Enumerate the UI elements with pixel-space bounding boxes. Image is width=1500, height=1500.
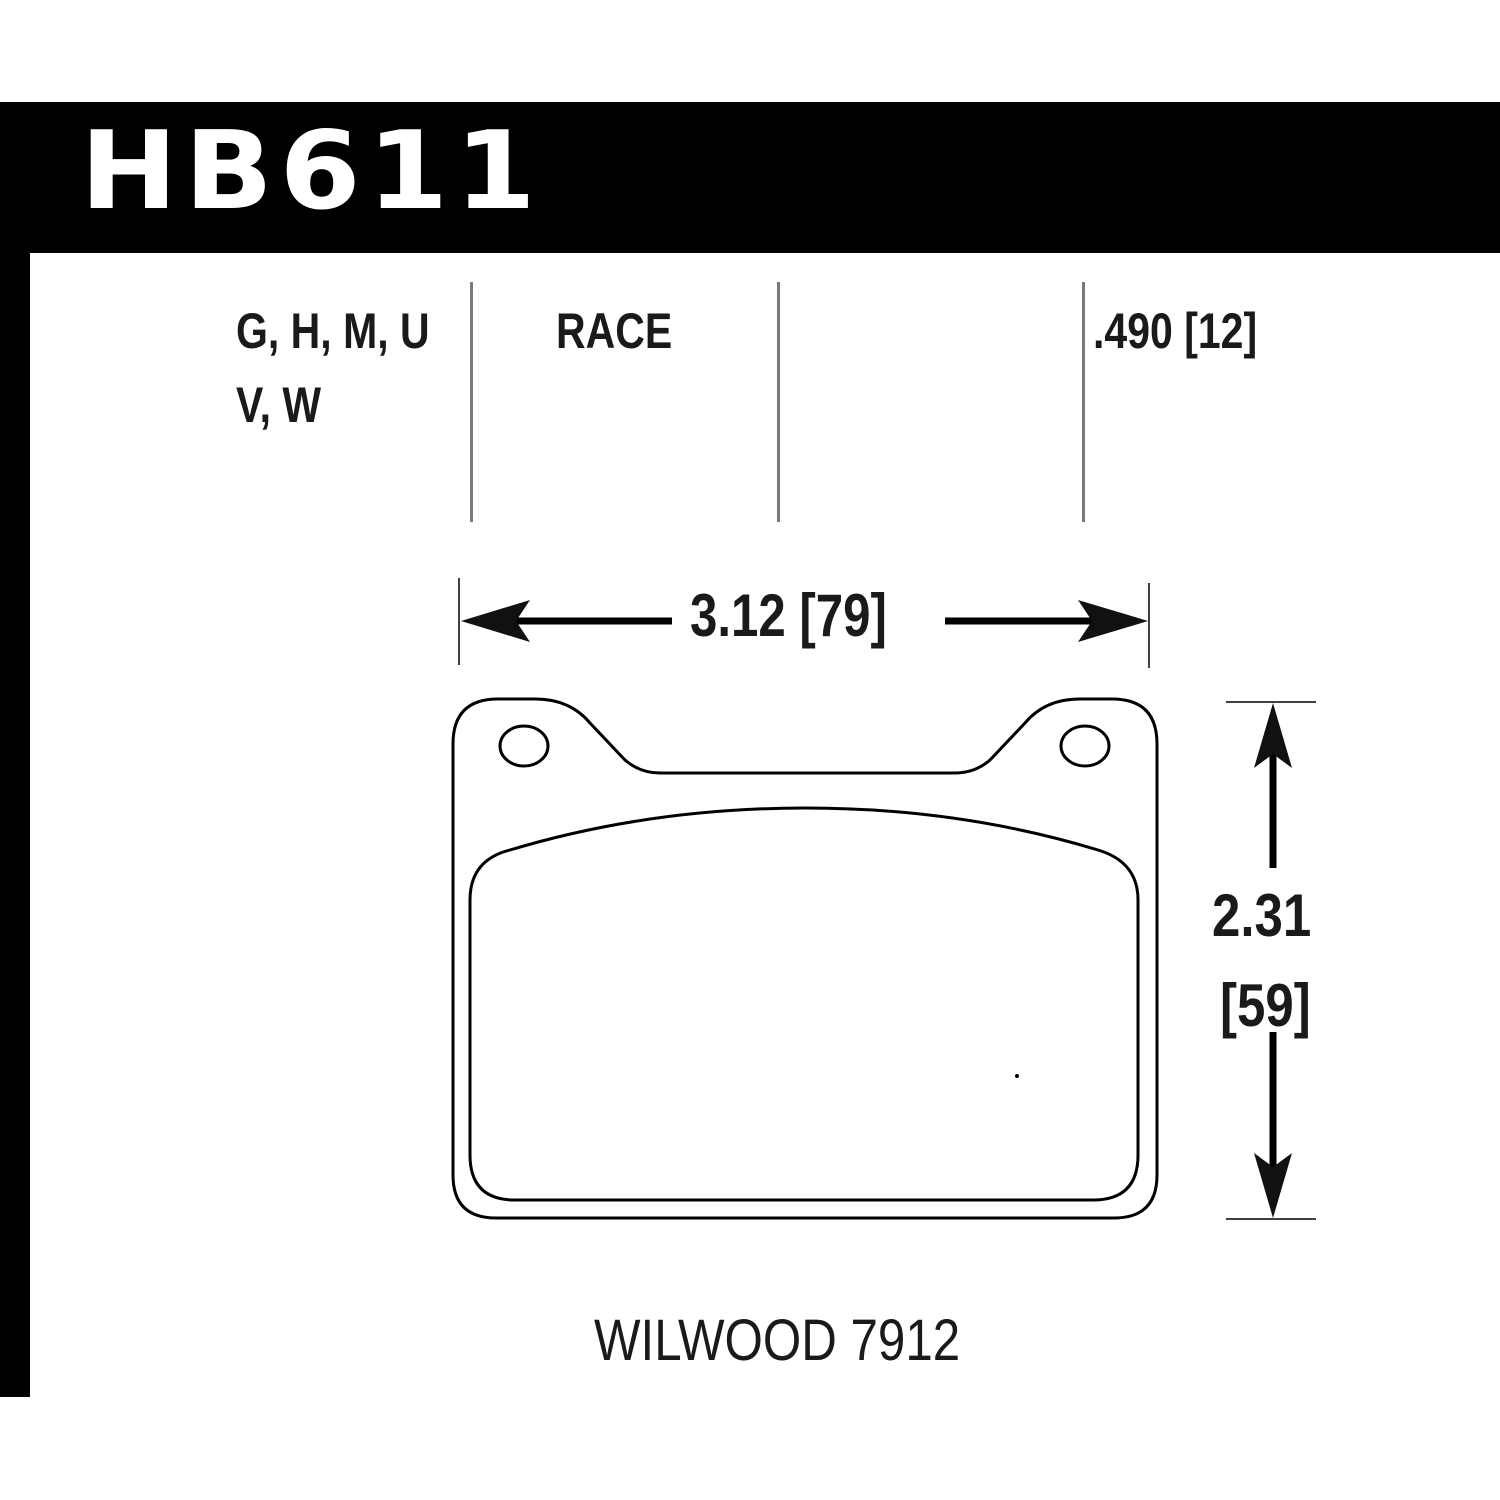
stray-dot — [1015, 1074, 1019, 1078]
compounds-list-line1: G, H, M, U — [236, 303, 430, 359]
column-divider — [777, 282, 780, 522]
arrow-right-icon — [1078, 600, 1148, 642]
friction-material-outline — [468, 806, 1140, 1202]
column-divider — [470, 282, 473, 522]
width-dimension-line — [458, 578, 1150, 668]
width-dimension-label: 3.12 [79] — [690, 582, 887, 649]
thickness-label: .490 [12] — [1093, 303, 1258, 359]
height-dimension-label-inches: 2.31 — [1212, 882, 1312, 949]
part-number-title: HB611 — [80, 109, 543, 234]
column-divider — [1082, 282, 1085, 522]
mounting-hole-right — [1059, 724, 1111, 768]
mounting-hole-left — [498, 724, 550, 768]
arrow-left-icon — [461, 600, 530, 642]
application-label: RACE — [556, 303, 673, 359]
header-bar — [0, 102, 1500, 253]
left-accent-bar — [0, 102, 30, 1397]
caliper-fitment-label: WILWOOD 7912 — [594, 1308, 961, 1373]
compounds-list-line2: V, W — [236, 377, 322, 433]
arrow-up-icon — [1254, 703, 1292, 768]
arrow-down-icon — [1254, 1153, 1292, 1218]
height-dimension-line — [1226, 701, 1316, 1220]
backing-plate-outline — [451, 697, 1159, 1220]
height-dimension-label-mm: [59] — [1220, 972, 1311, 1039]
